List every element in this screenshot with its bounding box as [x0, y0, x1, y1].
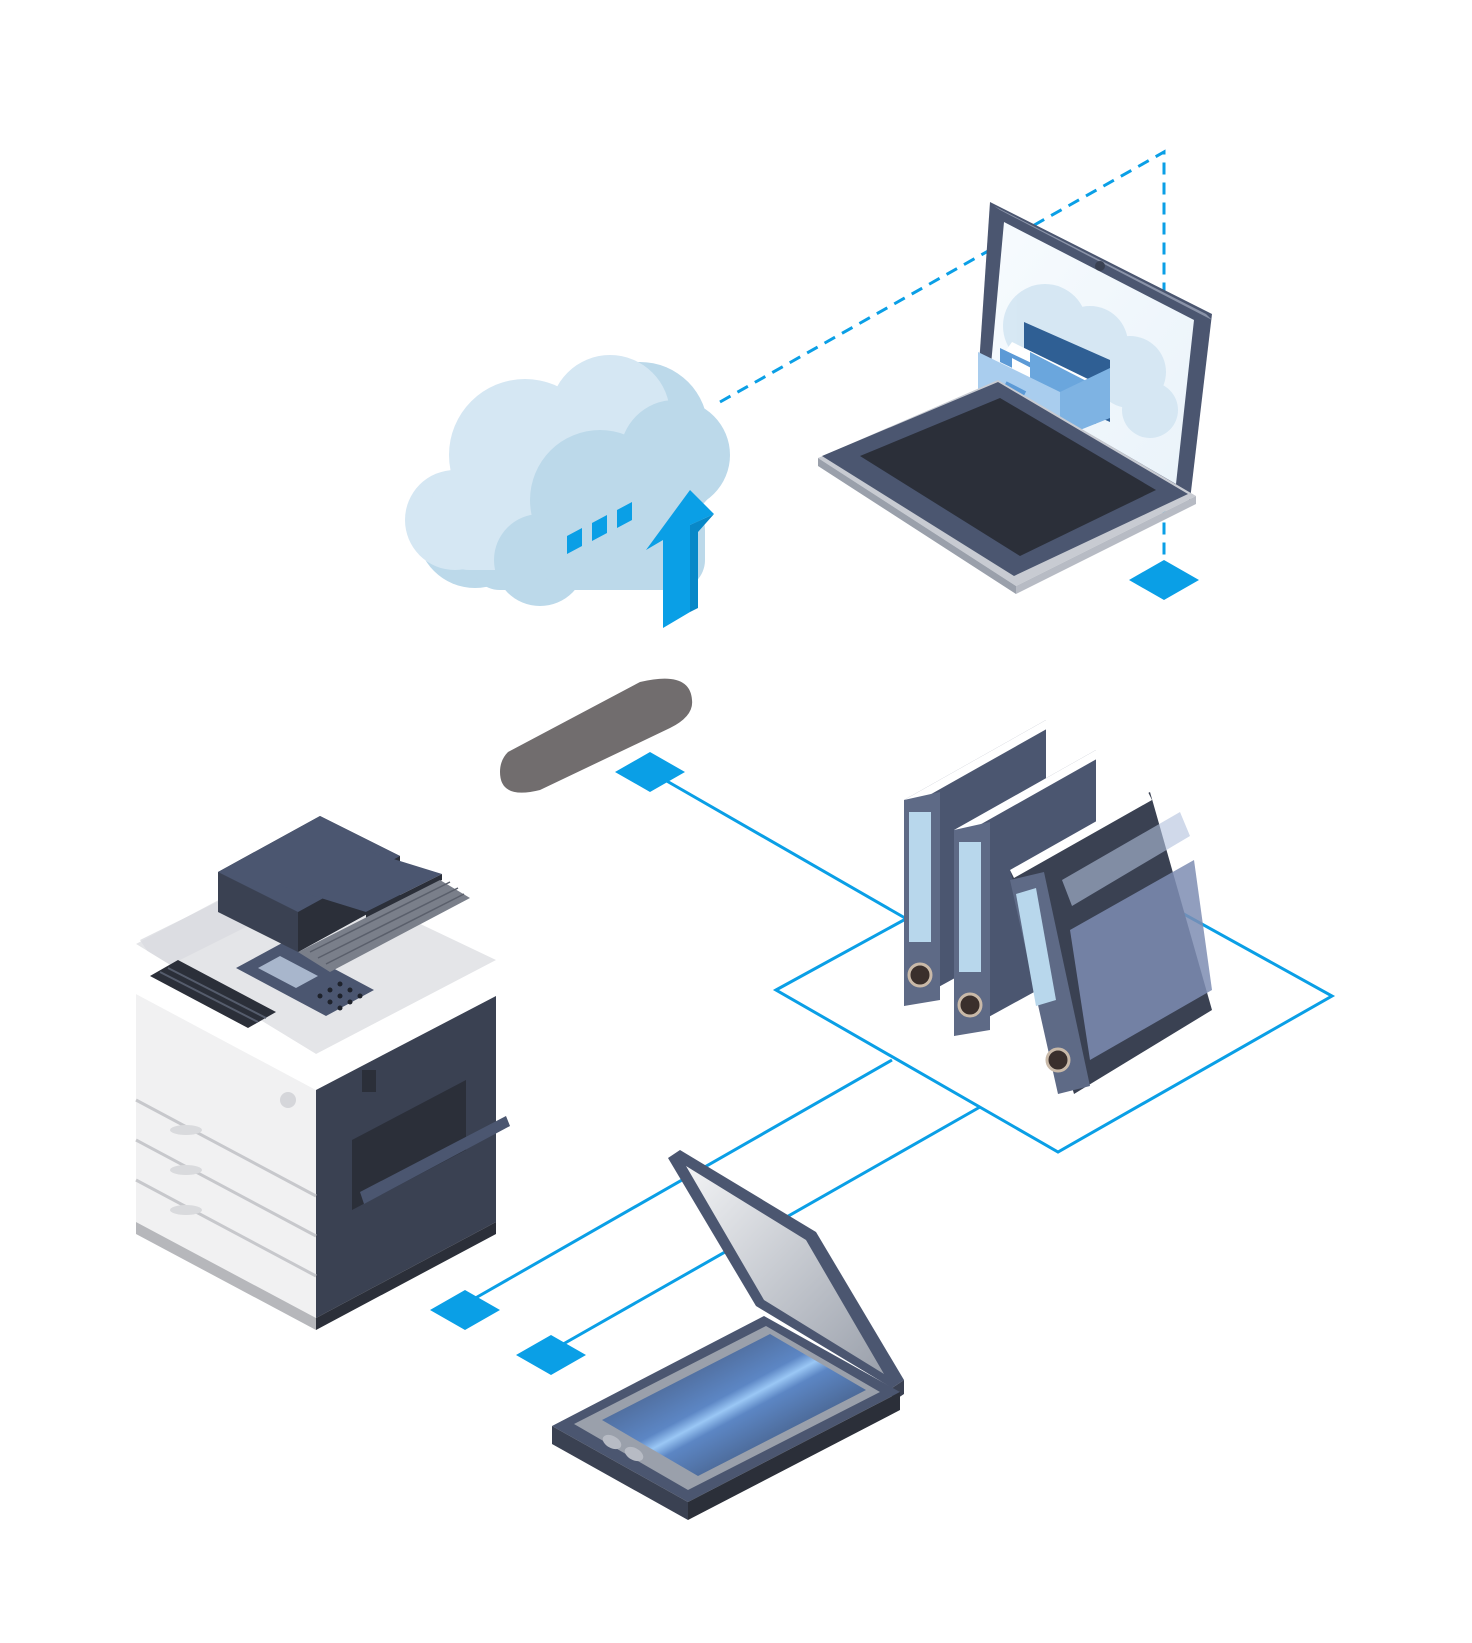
- cloud-dots: [567, 502, 632, 554]
- scanner-glass: [602, 1334, 866, 1476]
- scanner-lid-glass: [686, 1166, 884, 1374]
- cloud-icon[interactable]: [405, 355, 730, 606]
- connector-printer: [430, 1290, 500, 1330]
- connector-nodes: [430, 560, 1199, 1375]
- laptop-keyboard-area: [860, 398, 1156, 556]
- binders-icon[interactable]: [904, 720, 1212, 1094]
- upload-arrow-icon: [646, 490, 714, 628]
- multifunction-printer-icon[interactable]: [135, 816, 510, 1330]
- connector-reader: [615, 752, 685, 792]
- connector-laptop: [1129, 560, 1199, 600]
- card-reader-icon[interactable]: [500, 678, 693, 793]
- link-reader-binders: [664, 778, 906, 920]
- flatbed-scanner-icon[interactable]: [552, 1150, 904, 1520]
- laptop-icon[interactable]: [818, 202, 1212, 594]
- connector-scanner: [516, 1335, 586, 1375]
